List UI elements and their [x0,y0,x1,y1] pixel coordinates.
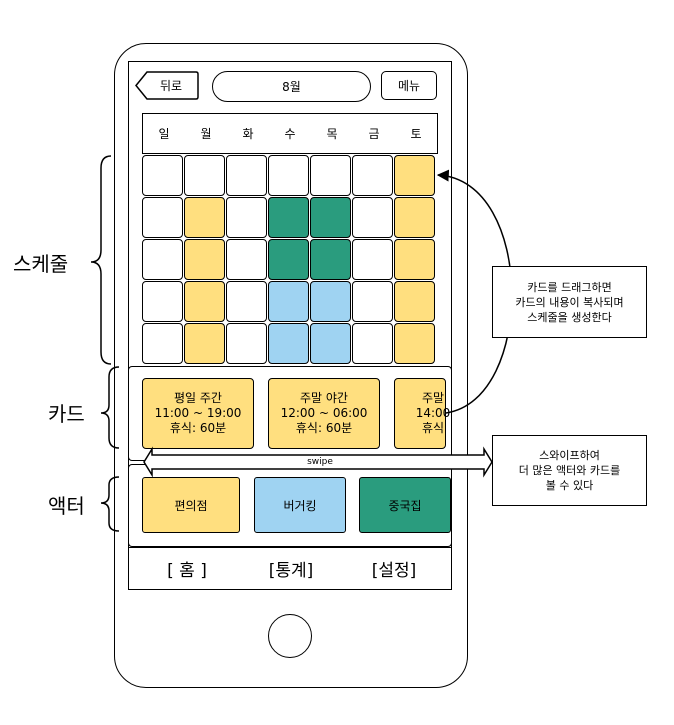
schedule-cell[interactable] [394,197,435,238]
schedule-cell[interactable] [352,323,393,364]
schedule-cell[interactable] [310,197,351,238]
schedule-brace [90,155,112,365]
phone-frame [114,43,468,688]
schedule-cell[interactable] [268,197,309,238]
schedule-cell[interactable] [142,323,183,364]
schedule-grid [142,155,438,367]
nav-home[interactable]: [ 홈 ] [167,560,207,581]
nav-stats[interactable]: [통계] [268,560,314,581]
schedule-cell[interactable] [184,239,225,280]
actor-burger-king[interactable]: 버거킹 [254,477,346,533]
actor-label: 편의점 [174,498,208,513]
schedule-cell[interactable] [142,197,183,238]
schedule-cell[interactable] [394,239,435,280]
card-time: 12:00 ~ 06:00 [280,406,368,420]
swipe-label: swipe [307,457,333,467]
schedule-cell[interactable] [268,155,309,196]
actor-brace [100,476,120,532]
card-weekday-day[interactable]: 평일 주간 11:00 ~ 19:00 휴식: 60분 [142,378,254,449]
home-hardware-button[interactable] [268,614,312,658]
month-label: 8월 [282,80,301,94]
label-card: 카드 [48,401,85,426]
schedule-cell[interactable] [352,155,393,196]
nav-settings[interactable]: [설정] [371,560,417,581]
schedule-cell[interactable] [226,197,267,238]
card-title: 평일 주간 [174,391,222,405]
back-button[interactable]: 뒤로 [135,71,199,100]
schedule-cell[interactable] [184,155,225,196]
schedule-cell[interactable] [394,281,435,322]
schedule-cell[interactable] [226,239,267,280]
bottom-nav [128,547,452,590]
label-actor: 액터 [48,493,85,518]
menu-label: 메뉴 [397,79,421,93]
weekday-fri: 금 [368,127,380,141]
note-swipe-line-1: 스와이프하여 [539,449,600,462]
schedule-cell[interactable] [352,281,393,322]
note-drag-line-2: 카드의 내용이 복사되며 [515,295,624,309]
actor-convenience-store[interactable]: 편의점 [142,477,240,533]
schedule-cell[interactable] [268,239,309,280]
card-break: 휴식: 60분 [169,421,227,435]
back-arrow-icon [135,71,199,100]
schedule-cell[interactable] [142,239,183,280]
card-time: 14:00 [415,406,451,420]
weekday-mon: 월 [200,127,212,141]
card-break: 휴식: 60분 [295,421,353,435]
note-swipe: 스와이프하여 더 많은 액터와 카드를 볼 수 있다 [492,435,647,506]
note-drag-line-3: 스케줄을 생성한다 [527,310,612,324]
schedule-cell[interactable] [142,281,183,322]
month-selector[interactable]: 8월 [212,71,371,102]
schedule-cell[interactable] [268,323,309,364]
note-swipe-line-2: 더 많은 액터와 카드를 [518,464,621,477]
schedule-cell[interactable] [184,197,225,238]
weekday-sat: 토 [410,127,422,141]
schedule-cell[interactable] [310,323,351,364]
schedule-cell[interactable] [394,323,435,364]
actor-chinese-restaurant[interactable]: 중국집 [359,477,451,533]
back-label: 뒤로 [159,79,183,93]
weekday-header: 일 월 화 수 목 금 토 [142,113,438,154]
card-brace [100,366,120,449]
schedule-cell[interactable] [352,239,393,280]
schedule-cell[interactable] [142,155,183,196]
card-weekend-night[interactable]: 주말 야간 12:00 ~ 06:00 휴식: 60분 [268,378,380,449]
actor-label: 버거킹 [283,498,317,513]
menu-button[interactable]: 메뉴 [381,71,437,100]
note-swipe-line-3: 볼 수 있다 [545,479,594,492]
schedule-cell[interactable] [310,281,351,322]
card-title: 주말 야간 [300,391,348,405]
schedule-cell[interactable] [268,281,309,322]
weekday-tue: 화 [242,127,254,141]
weekday-wed: 수 [284,127,296,141]
schedule-cell[interactable] [226,323,267,364]
note-drag-line-1: 카드를 드래그하면 [527,280,612,294]
card-weekend-partial[interactable]: 주말 14:00 휴식 [394,378,450,449]
actor-label: 중국집 [388,498,422,513]
schedule-cell[interactable] [226,155,267,196]
weekday-sun: 일 [158,127,170,141]
swipe-arrow [143,446,493,478]
card-time: 11:00 ~ 19:00 [154,406,242,420]
schedule-cell[interactable] [226,281,267,322]
schedule-cell[interactable] [394,155,435,196]
label-schedule: 스케줄 [13,251,69,276]
card-title: 주말 [421,391,445,405]
schedule-cell[interactable] [310,155,351,196]
card-break: 휴식 [421,421,445,435]
weekday-thu: 목 [326,127,338,141]
schedule-cell[interactable] [352,197,393,238]
schedule-cell[interactable] [184,323,225,364]
schedule-cell[interactable] [184,281,225,322]
note-drag: 카드를 드래그하면 카드의 내용이 복사되며 스케줄을 생성한다 [492,266,647,338]
schedule-cell[interactable] [310,239,351,280]
